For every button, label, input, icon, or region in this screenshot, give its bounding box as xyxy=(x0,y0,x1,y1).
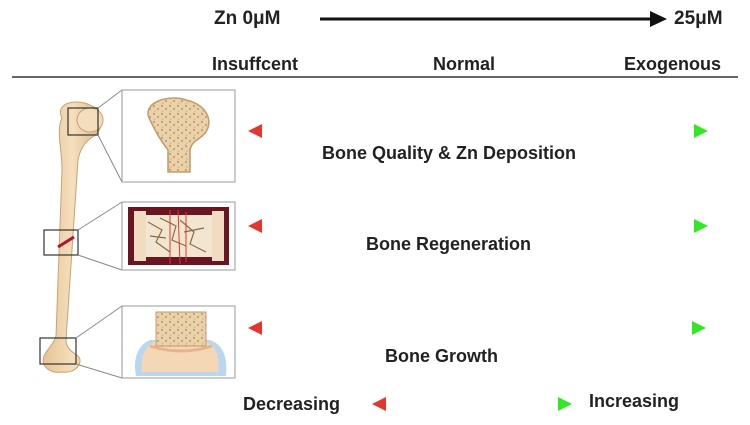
legend-arrow xyxy=(372,397,572,411)
level-exogenous: Exogenous xyxy=(624,54,722,74)
row-label-bone-quality: Bone Quality & Zn Deposition xyxy=(322,143,577,163)
femur-shaft-box xyxy=(43,229,79,256)
fracture-mark xyxy=(57,235,75,249)
femur-bone xyxy=(42,101,104,373)
zn-start-label: Zn 0μM xyxy=(214,8,281,29)
zoom-connectors xyxy=(75,89,123,379)
arrow-bone-quality xyxy=(248,124,708,138)
legend-increasing: Increasing xyxy=(589,391,680,411)
row-label-bone-regeneration: Bone Regeneration xyxy=(366,234,532,254)
level-normal: Normal xyxy=(433,54,496,74)
arrow-bone-regeneration xyxy=(248,219,708,233)
inset-femoral-head xyxy=(121,89,236,183)
femur-distal-box xyxy=(39,337,77,365)
legend-decreasing: Decreasing xyxy=(243,394,341,414)
arrow-bone-growth xyxy=(248,321,706,335)
row-label-bone-growth: Bone Growth xyxy=(385,346,498,366)
femoral-head xyxy=(76,107,104,133)
concentration-arrow xyxy=(320,11,667,27)
femur-head-box xyxy=(67,107,99,136)
level-insufficient: Insuffcent xyxy=(212,54,299,74)
zn-end-label: 25μM xyxy=(674,8,723,29)
inset-growth-plate xyxy=(121,305,236,379)
inset-fracture xyxy=(121,201,236,271)
